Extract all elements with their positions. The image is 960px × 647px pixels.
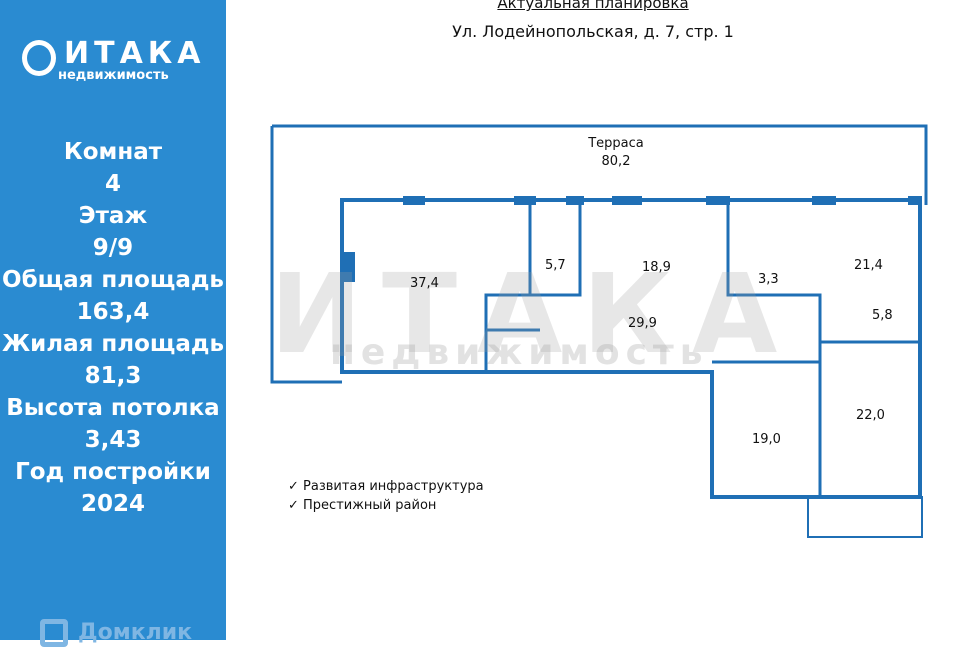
watermark-sub: недвижимость (330, 332, 709, 373)
param-value: 81,3 (84, 363, 142, 389)
room-area: 37,4 (410, 276, 439, 291)
param-label: Общая площадь (2, 267, 224, 293)
inner-walls (484, 200, 920, 497)
feature-item: ✓ Престижный район (288, 498, 437, 513)
feature-item: ✓ Развитая инфраструктура (288, 479, 484, 494)
param-value: 4 (104, 171, 121, 197)
room-area: 21,4 (854, 258, 883, 273)
apartment-walls (340, 198, 922, 499)
params-list: Комнат 4 Этаж 9/9 Общая площадь 163,4 Жи… (0, 136, 226, 520)
param-value: 163,4 (76, 299, 150, 325)
param-value: 2024 (80, 491, 145, 517)
room-area: 22,0 (856, 408, 885, 423)
terrace-label: Терраса (588, 136, 644, 151)
logo-sub: недвижимость (58, 68, 169, 83)
param-label: Жилая площадь (1, 331, 224, 357)
room-area: 19,0 (752, 432, 781, 447)
address: Ул. Лодейнопольская, д. 7, стр. 1 (452, 22, 734, 41)
room-area: 5,8 (872, 308, 893, 323)
room-area: 29,9 (628, 316, 657, 331)
plan-title: Актуальная планировка (497, 0, 689, 12)
balcony (807, 496, 923, 538)
param-label: Комнат (63, 139, 163, 165)
param-label: Высота потолка (6, 395, 220, 421)
room-area: 3,3 (758, 272, 779, 287)
sidebar: ИТАКА недвижимость Комнат 4 Этаж 9/9 Общ… (0, 0, 226, 647)
terrace-outline (270, 124, 928, 384)
room-area: 18,9 (642, 260, 671, 275)
itaka-logo: ИТАКА недвижимость (22, 36, 202, 86)
param-value: 9/9 (92, 235, 134, 261)
param-label: Этаж (78, 203, 148, 229)
terrace-area: 80,2 (601, 154, 631, 169)
watermark-itaka: ИТАКА (270, 250, 798, 378)
logo-name: ИТАКА (64, 36, 206, 71)
room-area: 5,7 (545, 258, 566, 273)
param-value: 3,43 (84, 427, 142, 453)
param-label: Год постройки (15, 459, 211, 485)
logo-swirl-icon (22, 40, 56, 76)
